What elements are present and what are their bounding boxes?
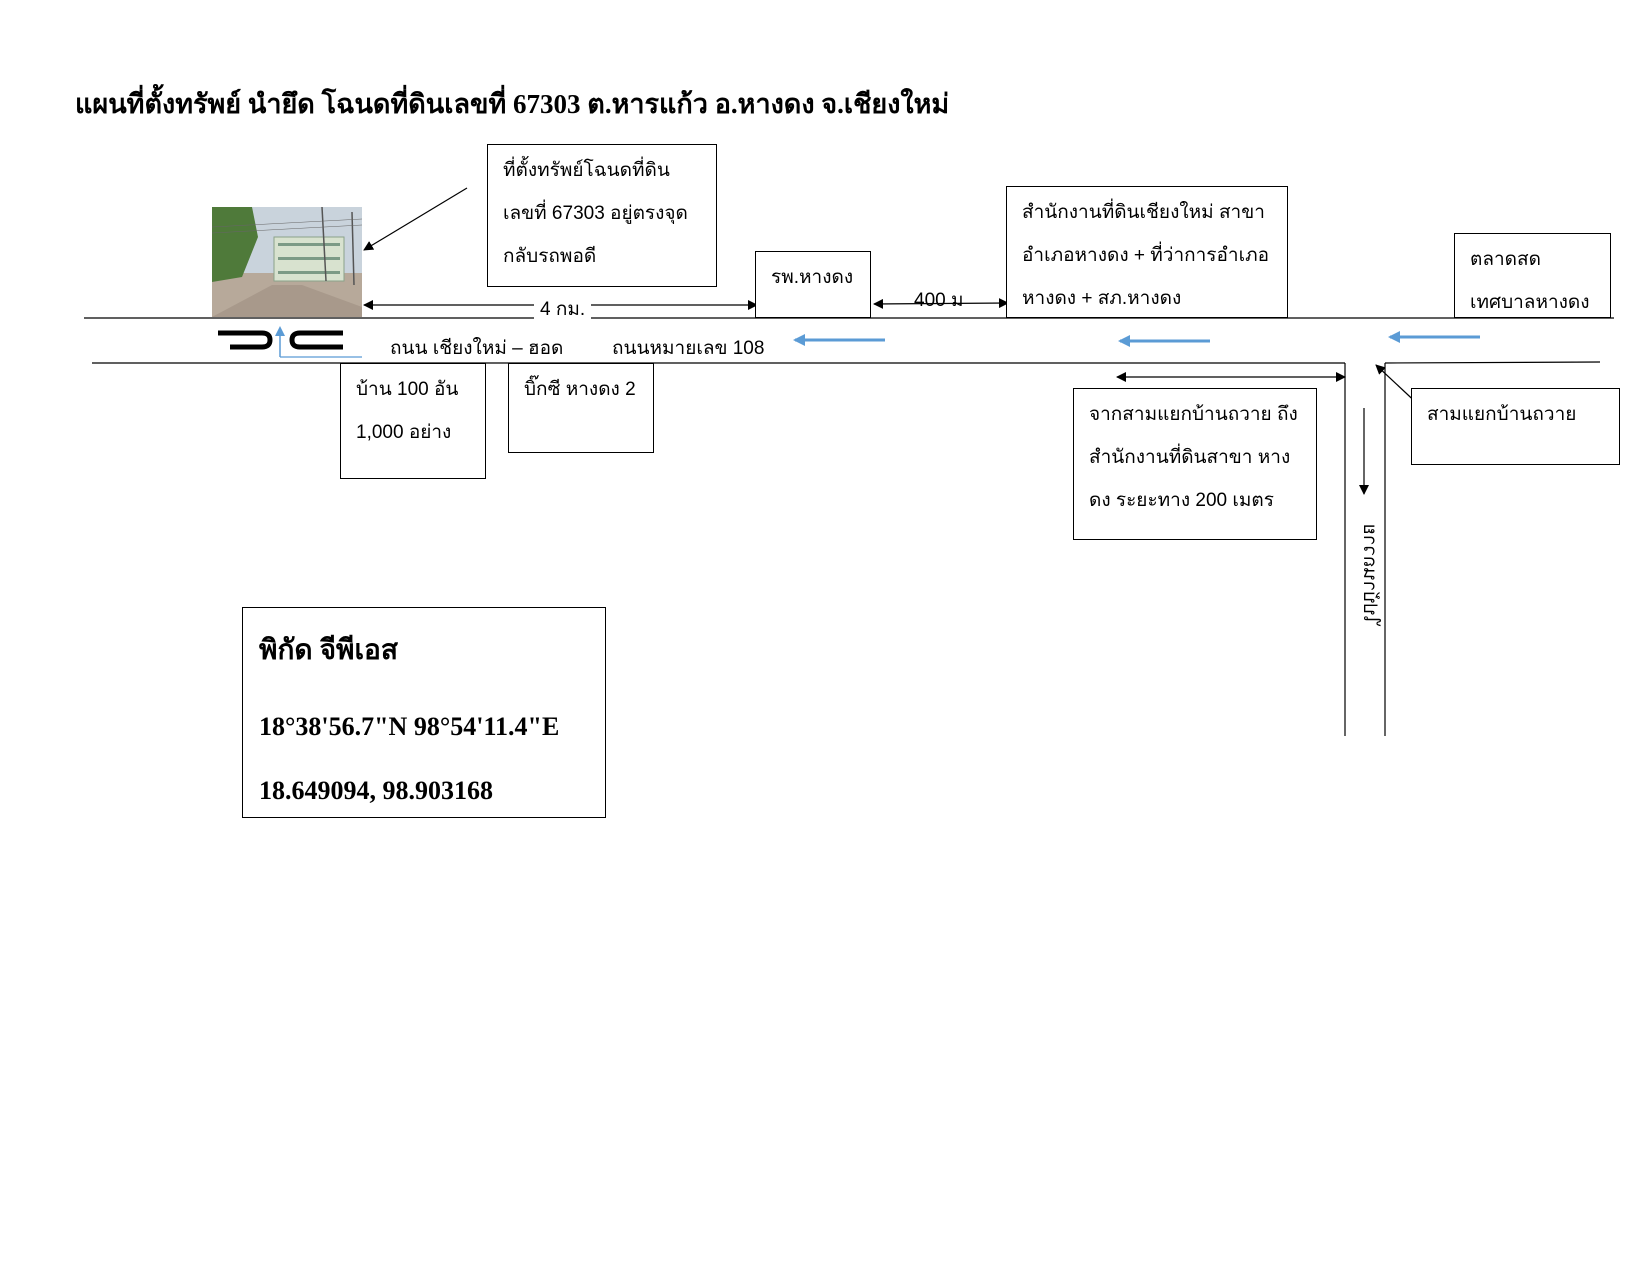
- distance-label-4km: 4 กม.: [534, 294, 592, 324]
- main-road-name: ถนน เชียงใหม่ – ฮอด: [390, 338, 564, 359]
- map-title: แผนที่ตั้งทรัพย์ นำยึด โฉนดที่ดินเลขที่ …: [75, 89, 950, 119]
- market-line: ตลาดสด: [1470, 249, 1541, 270]
- gps-heading: พิกัด จีพีเอส: [259, 635, 398, 666]
- ban100-line: 1,000 อย่าง: [356, 422, 452, 443]
- property-leader-arrow: [363, 187, 468, 251]
- junction-distance-note: จากสามแยกบ้านถวาย ถึง สำนักงานที่ดินสาขา…: [1073, 388, 1317, 540]
- property-photo: [212, 207, 362, 317]
- bigc-label: บิ๊กซี หางดง 2: [524, 379, 636, 400]
- market-box: ตลาดสด เทศบาลหางดง: [1454, 233, 1611, 318]
- callout-line: ที่ตั้งทรัพย์โฉนดที่ดิน: [503, 160, 670, 181]
- note-line: จากสามแยกบ้านถวาย ถึง: [1089, 404, 1298, 425]
- callout-line: กลับรถพอดี: [503, 246, 597, 267]
- junction-label-box: สามแยกบ้านถวาย: [1411, 388, 1620, 465]
- distance-arrow-400m: [873, 298, 1009, 309]
- main-road-number: ถนนหมายเลข 108: [612, 338, 765, 359]
- note-line: สำนักงานที่ดินสาขา หาง: [1089, 447, 1291, 468]
- side-road-label: ไปบ้านถวาย: [1359, 523, 1380, 625]
- property-location-callout: ที่ตั้งทรัพย์โฉนดที่ดิน เลขที่ 67303 อยู…: [487, 144, 717, 287]
- gps-decimal: 18.649094, 98.903168: [259, 776, 493, 805]
- callout-line: เลขที่ 67303 อยู่ตรงจุด: [503, 203, 688, 224]
- main-road-bottom-edge-right: [1384, 361, 1601, 364]
- hospital-box: รพ.หางดง: [755, 251, 871, 318]
- office-line: หางดง + สภ.หางดง: [1022, 288, 1182, 309]
- junction-label: สามแยกบ้านถวาย: [1427, 404, 1577, 425]
- gps-dms: 18°38'56.7"N 98°54'11.4"E: [259, 712, 560, 741]
- bigc-box: บิ๊กซี หางดง 2: [508, 363, 654, 453]
- distance-label-400m: 400 ม: [914, 290, 964, 311]
- office-line: สำนักงานที่ดินเชียงใหม่ สาขา: [1022, 202, 1265, 223]
- land-office-box: สำนักงานที่ดินเชียงใหม่ สาขา อำเภอหางดง …: [1006, 186, 1288, 318]
- market-line: เทศบาลหางดง: [1470, 292, 1590, 313]
- hospital-label: รพ.หางดง: [771, 267, 854, 288]
- note-line: ดง ระยะทาง 200 เมตร: [1089, 490, 1274, 511]
- ban-100-box: บ้าน 100 อัน 1,000 อย่าง: [340, 363, 486, 479]
- u-turn-icon: [218, 326, 362, 358]
- gps-coordinates-box: พิกัด จีพีเอส 18°38'56.7"N 98°54'11.4"E …: [242, 607, 606, 818]
- ban100-line: บ้าน 100 อัน: [356, 379, 459, 400]
- office-line: อำเภอหางดง + ที่ว่าการอำเภอ: [1022, 245, 1269, 266]
